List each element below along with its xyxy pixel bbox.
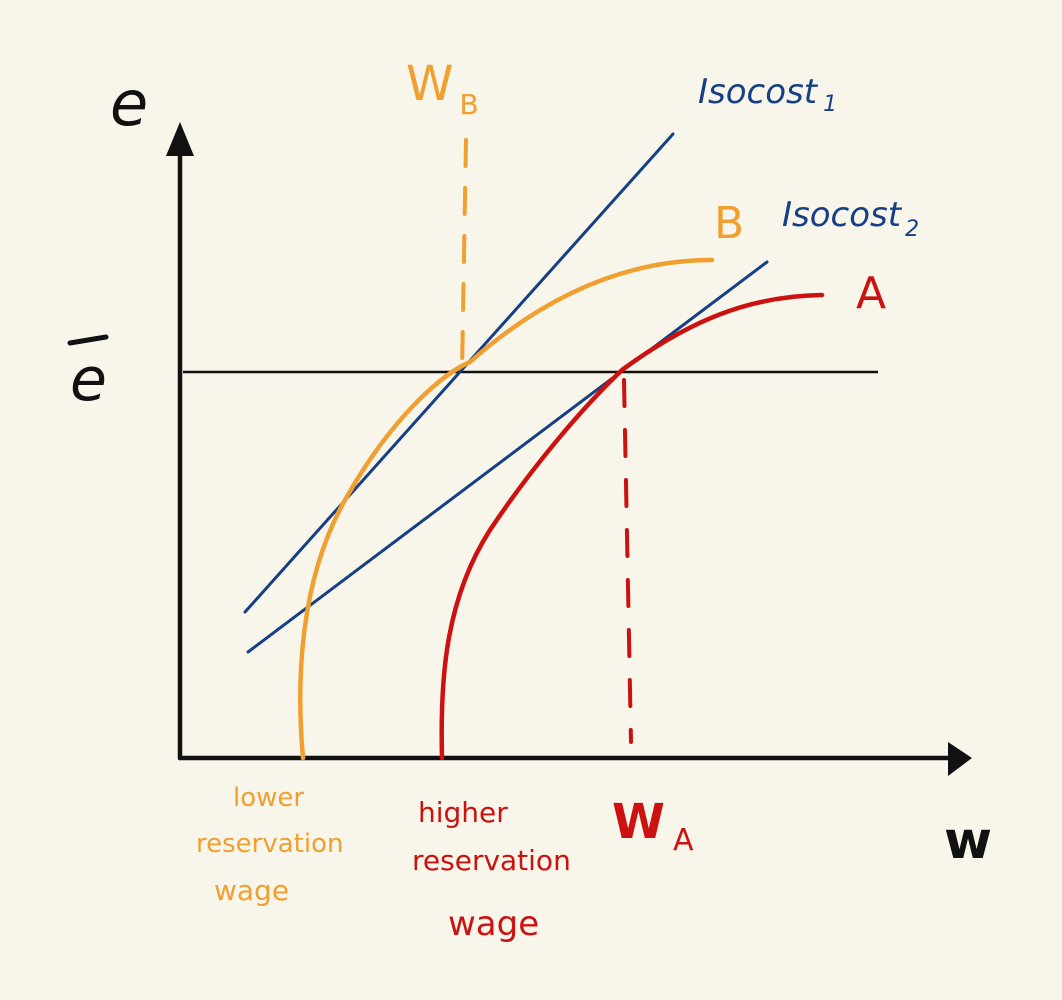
y-axis-label: e — [110, 67, 148, 140]
lower-reservation-line2: reservation — [196, 829, 343, 859]
higher-reservation-line2: reservation — [412, 844, 571, 877]
isocost-1-line — [243, 132, 675, 614]
e-bar-label: e — [70, 345, 107, 415]
curve-a-label: A — [856, 268, 886, 319]
wb-dashed-line — [460, 138, 468, 374]
curve-b-label: B — [714, 198, 744, 249]
curve-b — [298, 257, 715, 761]
higher-reservation-line1: higher — [418, 796, 508, 829]
higher-reservation-line3: wage — [448, 904, 539, 944]
e-bar-overline — [67, 334, 109, 346]
wb-subscript: B — [459, 88, 478, 121]
x-axis-label: w — [944, 811, 992, 871]
wa-dashed-line — [622, 378, 633, 744]
x-axis-arrowhead — [948, 742, 972, 776]
wa-subscript: A — [673, 823, 694, 858]
curve-a — [439, 292, 825, 761]
isocost-2-subscript: 2 — [905, 217, 919, 242]
lower-reservation-line1: lower — [233, 783, 304, 813]
lower-reservation-line3: wage — [214, 874, 289, 907]
isocost-2-line — [246, 260, 769, 654]
isocost-1-subscript: 1 — [823, 92, 837, 117]
y-axis-arrowhead — [166, 122, 194, 156]
